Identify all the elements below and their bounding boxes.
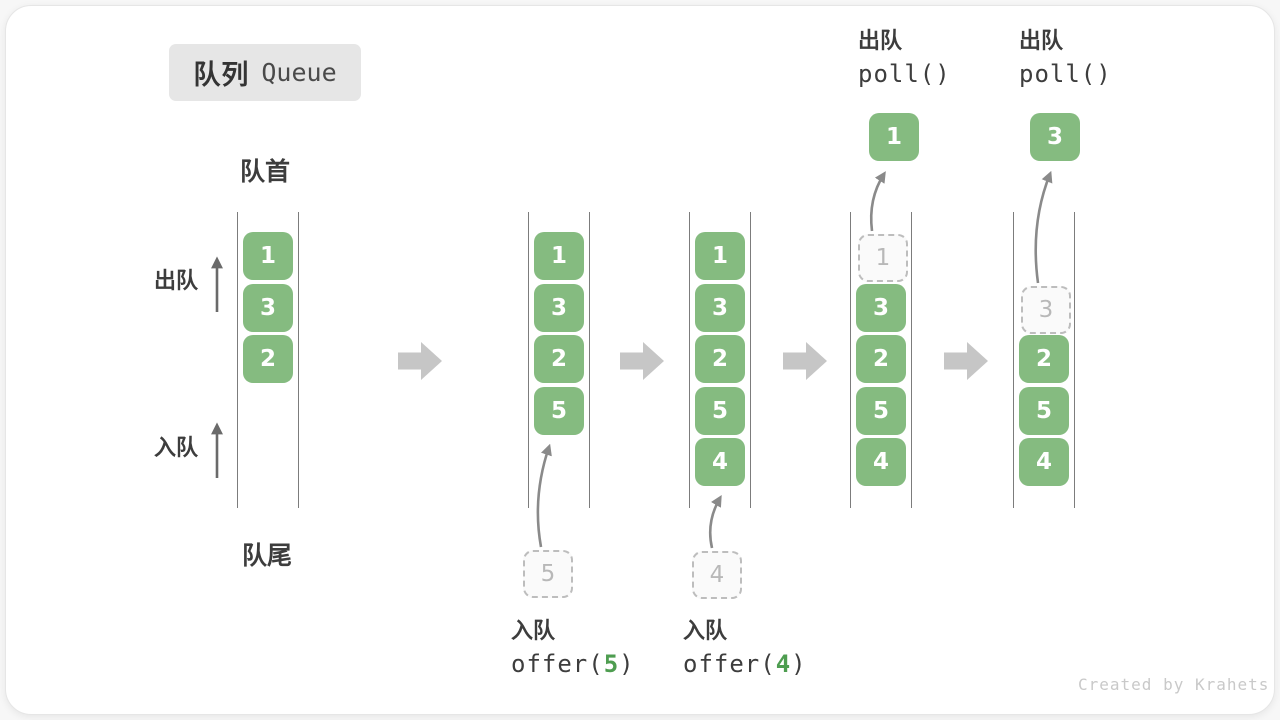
dequeued-slot-ghost: 3: [1021, 286, 1071, 334]
queue2-wall-right: [589, 212, 590, 508]
op-dequeue-3-code: poll(): [1019, 60, 1112, 88]
code-text: offer(: [511, 650, 604, 678]
queue4-wall-right: [911, 212, 912, 508]
queue-item: 1: [695, 232, 745, 280]
queue1-wall-right: [298, 212, 299, 508]
watermark: Created by Krahets: [1078, 675, 1270, 694]
queue-item: 4: [856, 438, 906, 486]
op-enqueue-4-name: 入队: [683, 618, 728, 643]
title-zh: 队列: [193, 60, 250, 90]
queue-item: 3: [534, 284, 584, 332]
op-enqueue-5-code: offer(5): [511, 652, 635, 676]
op-dequeue-1-code: poll(): [858, 60, 951, 88]
queue3-wall-right: [750, 212, 751, 508]
queue-item: 2: [856, 335, 906, 383]
label-queue-front: 队首: [240, 158, 291, 186]
title-chip: 队列 Queue: [169, 44, 361, 101]
queue5-wall-left: [1013, 212, 1014, 508]
code-arg: 4: [775, 650, 792, 678]
queue-item: 5: [695, 387, 745, 435]
op-enqueue-4-code: offer(4): [683, 652, 807, 676]
op-enqueue-5: 入队 offer(5): [511, 618, 635, 677]
op-dequeue-1-name: 出队: [858, 28, 903, 53]
queue-item: 4: [1019, 438, 1069, 486]
op-enqueue-5-name: 入队: [511, 618, 556, 643]
diagram-card: [5, 5, 1275, 715]
queue-item: 2: [534, 335, 584, 383]
code-text: ): [619, 650, 635, 678]
queue-item: 1: [243, 232, 293, 280]
queue5-wall-right: [1074, 212, 1075, 508]
queue-item: 3: [243, 284, 293, 332]
dequeued-item: 1: [869, 113, 919, 161]
queue-item: 3: [856, 284, 906, 332]
queue1-wall-left: [237, 212, 238, 508]
queue-item: 2: [695, 335, 745, 383]
queue-item: 5: [1019, 387, 1069, 435]
incoming-item-ghost: 5: [523, 550, 573, 598]
code-arg: 5: [603, 650, 620, 678]
op-dequeue-3-name: 出队: [1019, 28, 1064, 53]
queue4-wall-left: [850, 212, 851, 508]
code-text: ): [791, 650, 807, 678]
dequeued-item: 3: [1030, 113, 1080, 161]
op-dequeue-3: 出队 poll(): [1019, 28, 1112, 88]
queue-item: 5: [534, 387, 584, 435]
queue3-wall-left: [689, 212, 690, 508]
op-dequeue-1: 出队 poll(): [858, 28, 951, 88]
dequeued-slot-ghost: 1: [858, 234, 908, 282]
incoming-item-ghost: 4: [692, 551, 742, 599]
queue-item: 3: [695, 284, 745, 332]
label-dequeue-direction: 出队: [154, 268, 199, 293]
queue-item: 5: [856, 387, 906, 435]
op-enqueue-4: 入队 offer(4): [683, 618, 807, 677]
title-en: Queue: [261, 58, 337, 87]
code-text: offer(: [683, 650, 776, 678]
queue-item: 4: [695, 438, 745, 486]
queue-item: 1: [534, 232, 584, 280]
label-queue-rear: 队尾: [242, 542, 293, 570]
queue-item: 2: [243, 335, 293, 383]
queue-item: 2: [1019, 335, 1069, 383]
label-enqueue-direction: 入队: [154, 435, 199, 460]
queue2-wall-left: [528, 212, 529, 508]
